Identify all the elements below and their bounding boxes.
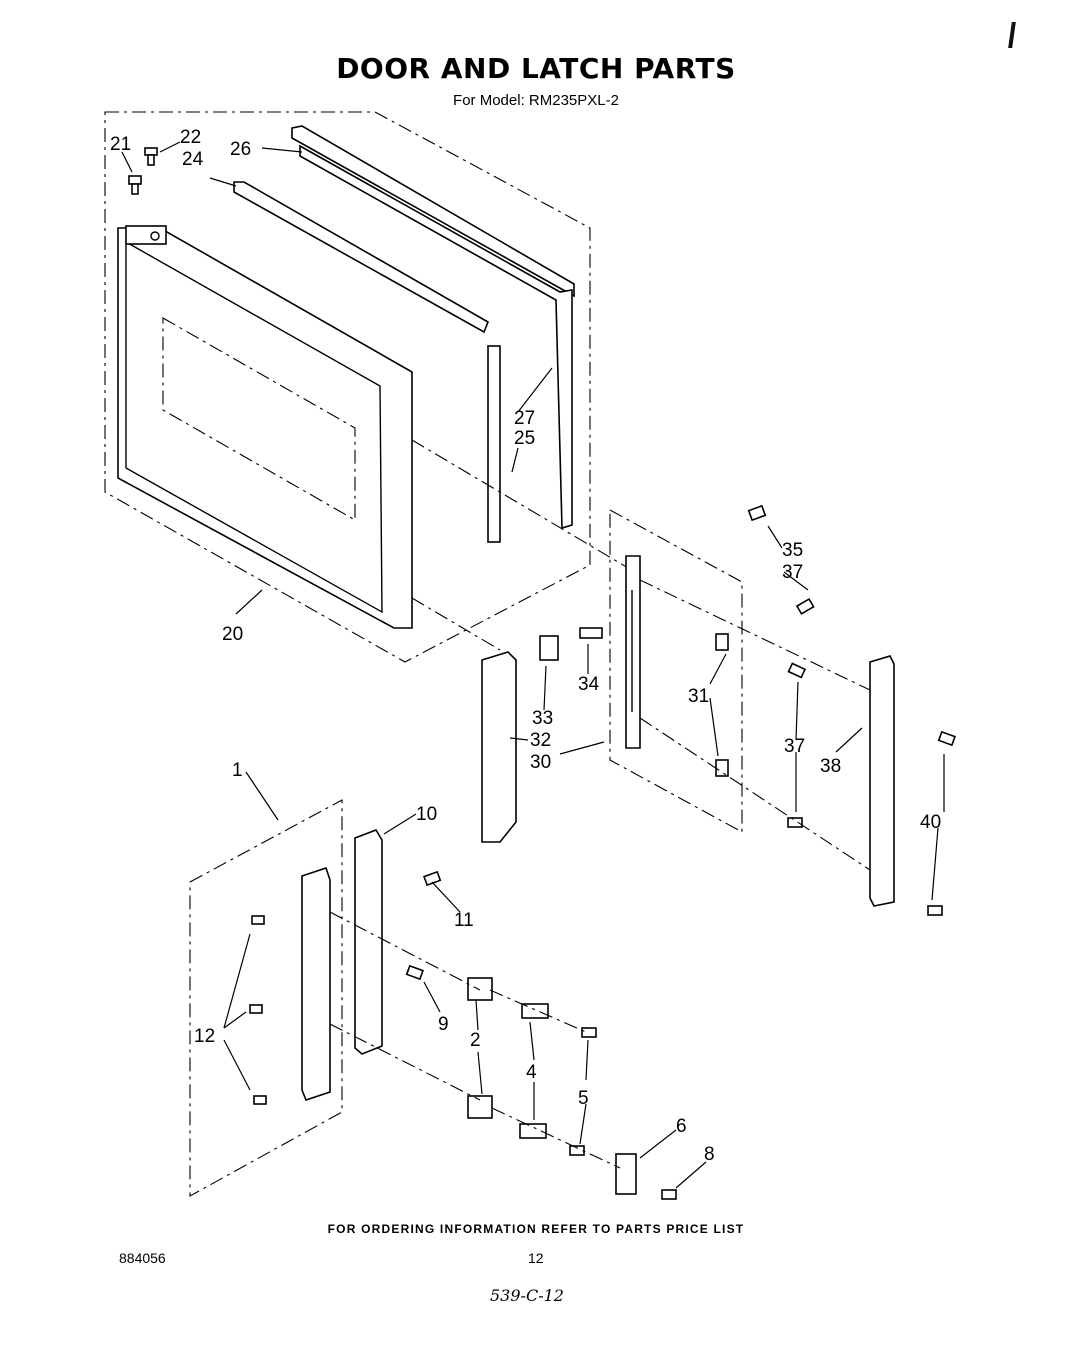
switch-2-lower [467, 1095, 493, 1119]
part-label-26: 26 [230, 139, 251, 160]
screw-22 [144, 147, 158, 166]
screw-8 [661, 1189, 677, 1200]
part-label-31: 31 [688, 686, 709, 707]
door-assembly-boundary [104, 111, 591, 663]
part-label-30: 30 [530, 752, 551, 773]
part-label-1: 1 [232, 760, 243, 781]
screw-40-upper [937, 730, 956, 747]
screw-5-lower [569, 1145, 585, 1156]
part-label-8: 8 [704, 1144, 715, 1165]
actuator-4-lower [519, 1123, 547, 1139]
part-label-20: 20 [222, 624, 243, 645]
part-label-2: 2 [470, 1030, 481, 1051]
part-label-37: 37 [782, 562, 803, 583]
actuator-4-upper [521, 1003, 549, 1019]
interlock-bracket-10 [354, 829, 383, 1055]
latch-33 [539, 635, 559, 661]
screw-37-mid [787, 662, 807, 679]
part-label-35: 35 [782, 540, 803, 561]
part-label-5: 5 [578, 1088, 589, 1109]
part-label-21: 21 [110, 134, 131, 155]
door-window [162, 317, 356, 521]
screw-11 [423, 870, 442, 887]
part-label-6: 6 [676, 1116, 687, 1137]
latch-lever-32 [481, 651, 517, 843]
latch-plate-boundary [609, 509, 743, 833]
screw-40-lower [927, 905, 943, 916]
page-number: 12 [528, 1250, 544, 1266]
door-frame [117, 227, 413, 629]
seal-strip-26 [291, 125, 575, 298]
stopper-31-upper [715, 633, 729, 651]
door-frame-inner [125, 240, 383, 614]
screw-35 [747, 504, 767, 522]
model-subtitle: For Model: RM235PXL-2 [453, 92, 619, 109]
seal-strip-25 [487, 345, 501, 543]
screw-12-bot [253, 1095, 267, 1105]
interlock-plate-boundary [189, 799, 343, 1197]
screw-37-lower [787, 817, 803, 828]
part-label-33: 33 [532, 708, 553, 729]
seal-strip-24 [233, 181, 490, 334]
spring-34 [579, 627, 603, 639]
latch-plate-38 [869, 655, 895, 907]
stopper-31-lower [715, 759, 729, 777]
ordering-note: FOR ORDERING INFORMATION REFER TO PARTS … [327, 1222, 745, 1236]
part-label-37: 37 [784, 736, 805, 757]
choke-27 [299, 144, 573, 530]
document-number: 884056 [119, 1250, 166, 1266]
screw-12-mid [249, 1004, 263, 1014]
part-label-11: 11 [454, 910, 474, 931]
screw-9 [405, 964, 424, 981]
part-label-25: 25 [514, 428, 535, 449]
screw-21 [128, 175, 142, 195]
part-label-24: 24 [182, 149, 204, 170]
screw-5-upper [581, 1027, 597, 1038]
part-label-34: 34 [578, 674, 600, 695]
switch-6 [615, 1153, 637, 1195]
part-label-40: 40 [920, 812, 941, 833]
screw-37-upper [795, 597, 815, 615]
screw-12-top [251, 915, 265, 925]
interlock-plate-1 [301, 866, 331, 1101]
page-title: DOOR AND LATCH PARTS [336, 52, 736, 85]
leader-lines [121, 141, 945, 1189]
part-label-9: 9 [438, 1014, 449, 1035]
part-label-10: 10 [416, 804, 437, 825]
part-label-32: 32 [530, 730, 551, 751]
part-label-4: 4 [526, 1062, 537, 1083]
part-label-38: 38 [820, 756, 841, 777]
part-label-22: 22 [180, 127, 201, 148]
part-label-12: 12 [194, 1026, 215, 1047]
latch-bracket-30 [625, 555, 641, 749]
switch-2-upper [467, 977, 493, 1001]
part-label-27: 27 [514, 408, 535, 429]
handwritten-code: 539-C-12 [490, 1286, 564, 1305]
door-hinge-tab [125, 225, 167, 245]
